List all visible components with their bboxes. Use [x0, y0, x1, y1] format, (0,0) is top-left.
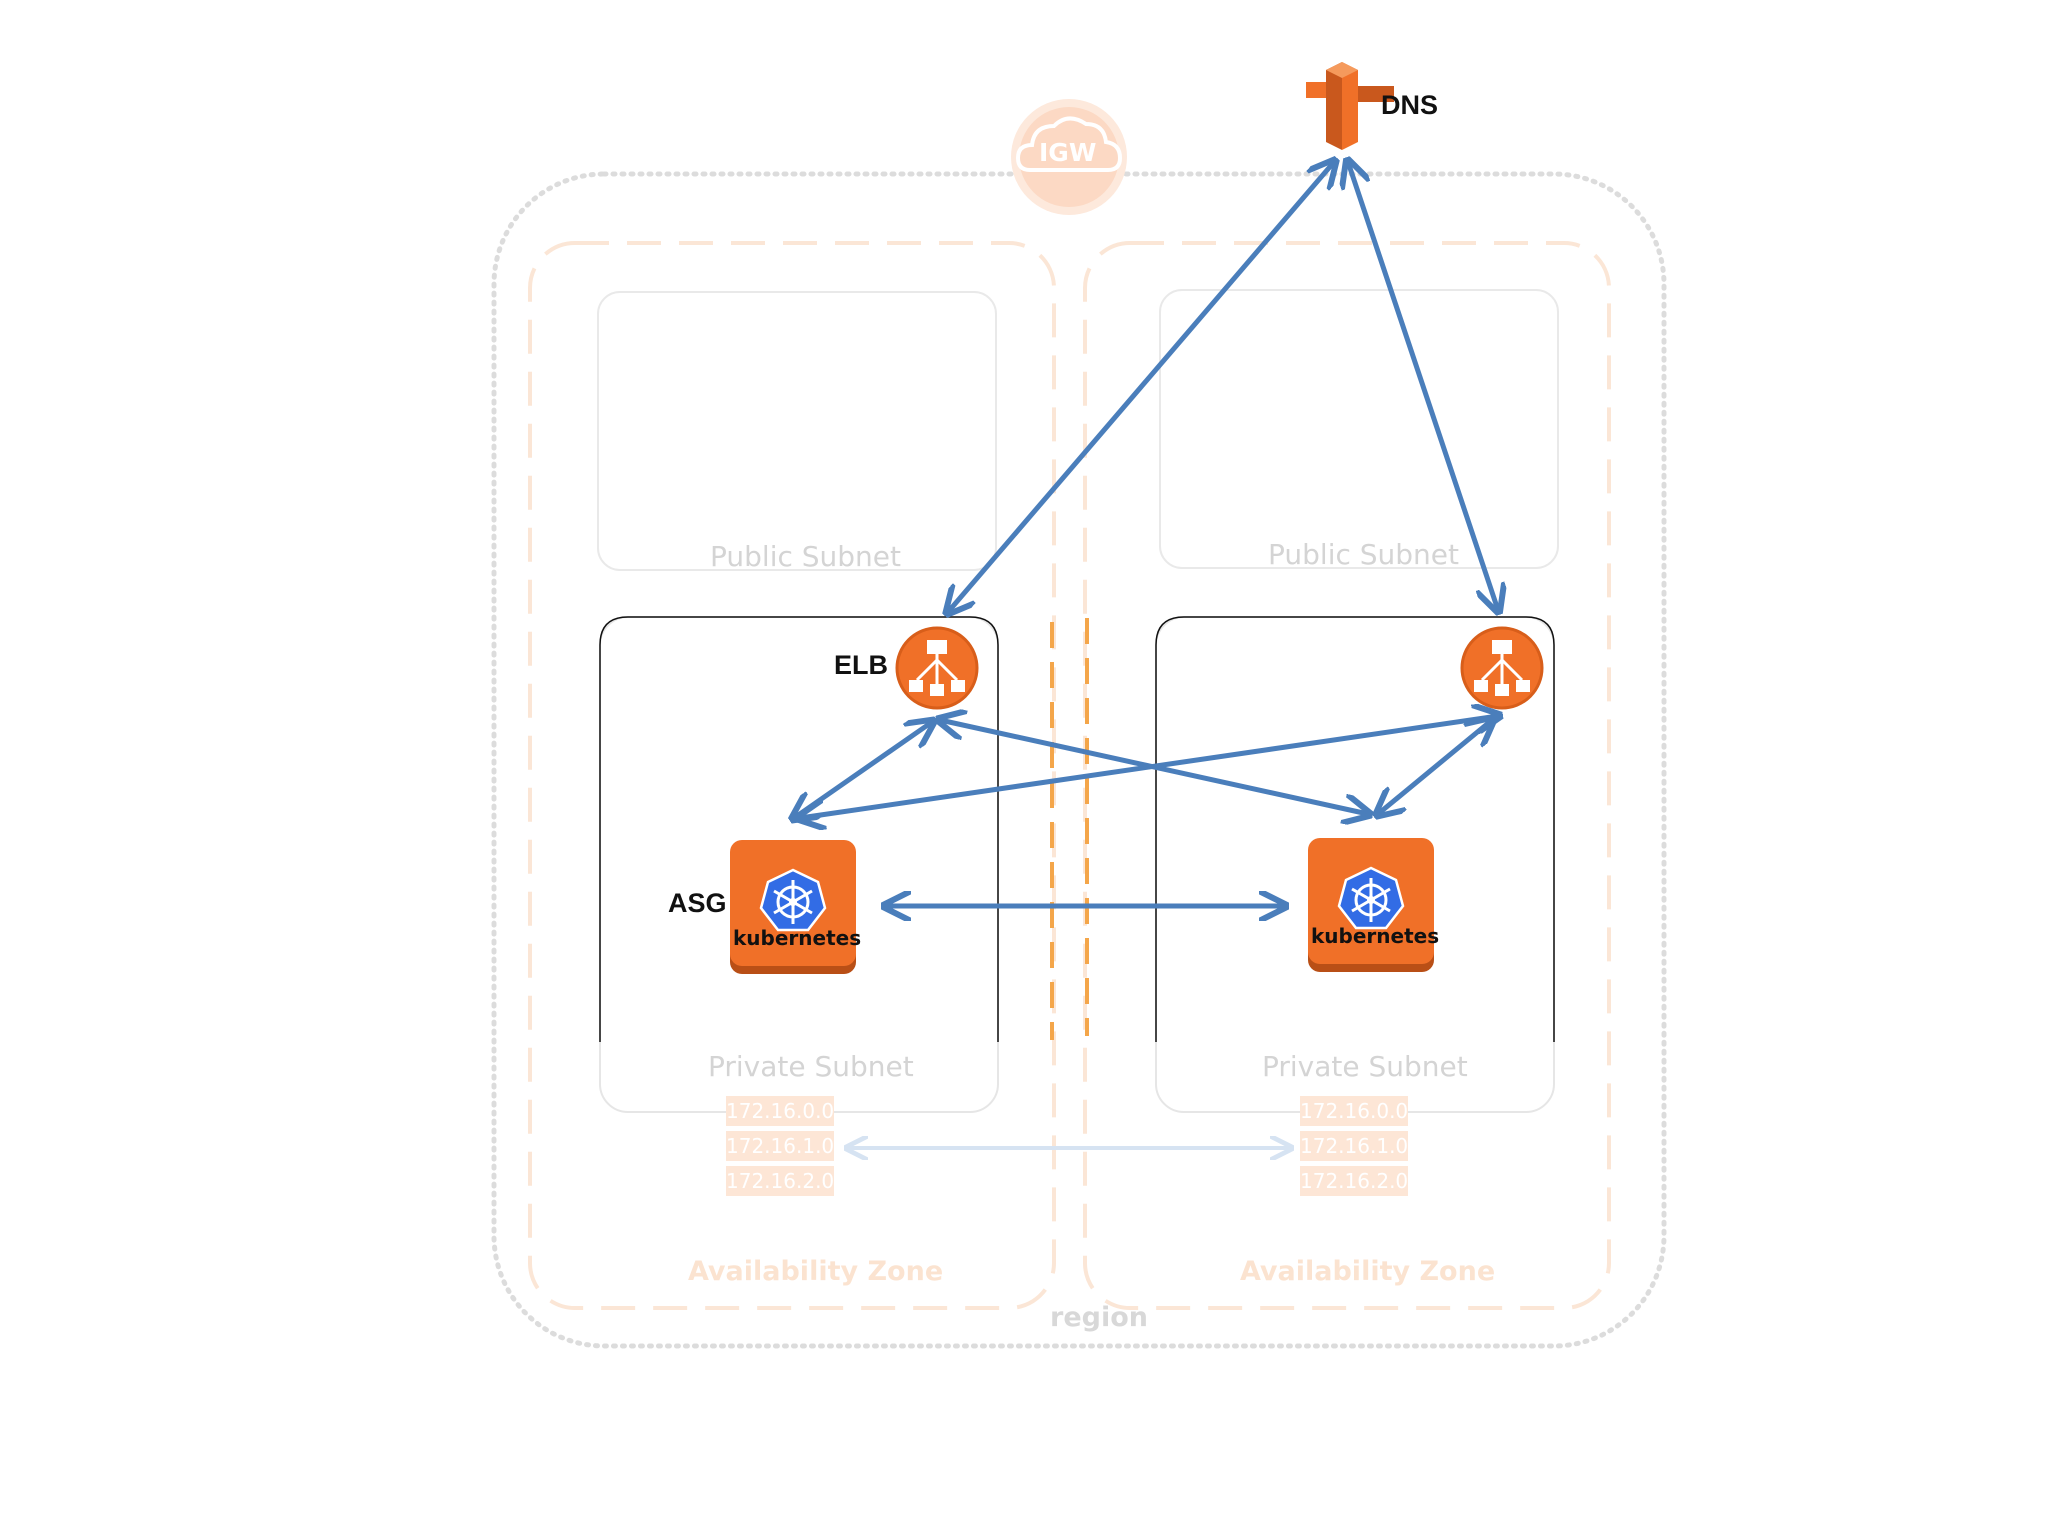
public-subnet-right [1159, 289, 1559, 569]
kubernetes-node-right-label: kubernetes [1311, 924, 1440, 948]
kubernetes-helm-icon [1337, 866, 1405, 930]
arrow-elb-left-node-right [940, 720, 1368, 814]
region-boundary [491, 171, 1667, 1349]
route-table-entry: 172.16.2.0 [1300, 1166, 1408, 1196]
private-subnet-left-highlight [599, 616, 999, 1042]
arrow-dns-elb-left [948, 162, 1334, 612]
route-table-entry: 172.16.2.0 [726, 1166, 834, 1196]
dns-route53-icon [1306, 62, 1394, 150]
arrow-elb-right-node-right [1378, 720, 1492, 814]
region-label: region [1050, 1302, 1148, 1333]
public-subnet-left [597, 291, 997, 571]
route-table-entry: 172.16.1.0 [726, 1131, 834, 1161]
elb-right-icon [1460, 626, 1544, 710]
private-subnet-left-label: Private Subnet [708, 1050, 914, 1083]
public-subnet-right-label: Public Subnet [1268, 538, 1460, 571]
asg-label: ASG [668, 888, 727, 918]
route-table-entry: 172.16.0.0 [726, 1096, 834, 1126]
elb-label: ELB [834, 650, 888, 680]
private-subnet-right-label: Private Subnet [1262, 1050, 1468, 1083]
availability-zone-right-label: Availability Zone [1240, 1256, 1496, 1287]
public-subnet-left-label: Public Subnet [710, 540, 902, 573]
elb-left-icon [895, 626, 979, 710]
kubernetes-node-right [1308, 838, 1434, 972]
kubernetes-node-left [730, 840, 856, 974]
dns-label: DNS [1381, 90, 1439, 120]
kubernetes-node-left-label: kubernetes [733, 926, 862, 950]
route-table-entry: 172.16.0.0 [1300, 1096, 1408, 1126]
igw-label: IGW [1039, 138, 1097, 167]
availability-zone-left-label: Availability Zone [688, 1256, 944, 1287]
arrow-dns-elb-right [1348, 162, 1498, 610]
route-table-entry: 172.16.1.0 [1300, 1131, 1408, 1161]
kubernetes-helm-icon [759, 868, 827, 932]
